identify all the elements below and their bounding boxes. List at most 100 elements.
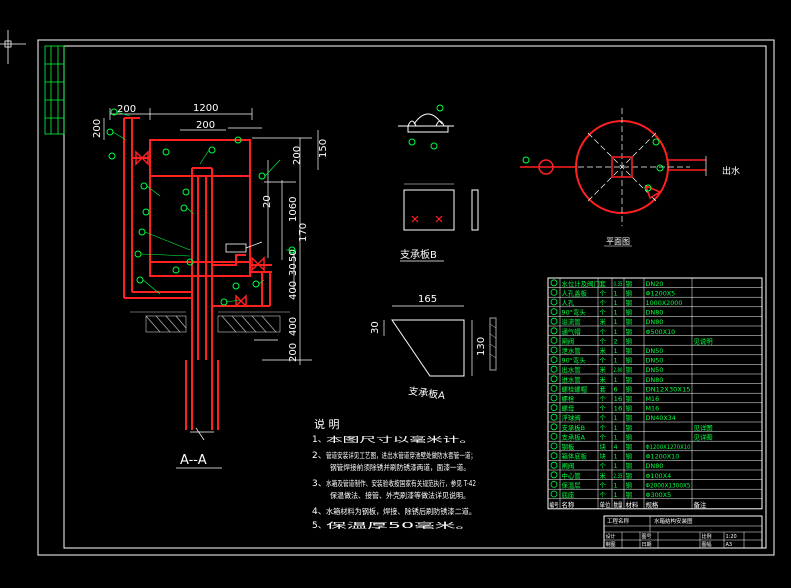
- table-cell: 1: [614, 318, 618, 326]
- table-cell: 钢: [626, 462, 632, 470]
- table-cell: DN50: [646, 366, 664, 374]
- table-cell: 保温层: [562, 480, 582, 489]
- dim-170: 170: [298, 223, 309, 242]
- table-cell: 泄水管: [562, 346, 581, 355]
- table-cell: 钢: [626, 405, 632, 413]
- table-cell: 钢: [626, 385, 632, 393]
- table-cell: 90°弯头: [562, 308, 587, 317]
- plan-view: 出水 平面图: [520, 108, 740, 247]
- dim-30: 30: [288, 263, 299, 276]
- row-balloon-icon: [550, 413, 558, 421]
- table-cell: 个: [600, 289, 607, 297]
- table-cell: DN50: [646, 357, 664, 365]
- table-cell: 个: [600, 433, 607, 441]
- row-balloon-icon: [550, 288, 558, 296]
- dim-200-bottom: 200: [288, 343, 299, 362]
- table-cell: 个: [600, 328, 607, 336]
- table-cell: 钢: [626, 491, 632, 499]
- row-balloon-icon: [550, 298, 558, 306]
- table-cell: 钢: [626, 395, 632, 403]
- table-cell: 个: [600, 462, 607, 470]
- table-cell: DN50: [646, 347, 664, 355]
- table-cell: 米: [600, 471, 607, 480]
- table-cell: 个: [600, 395, 607, 403]
- row-balloon-icon: [550, 336, 558, 344]
- title-cell: 1:20: [726, 534, 737, 540]
- table-cell: 米: [600, 375, 607, 384]
- table-cell: DN80: [646, 309, 664, 317]
- table-cell: 钢板: [562, 442, 575, 451]
- table-cell: 箱体底板: [562, 452, 588, 461]
- table-cell: 1: [614, 462, 618, 470]
- table-cell: 1: [614, 481, 618, 489]
- ground-hatch: [130, 311, 290, 333]
- table-header-cell: 备注: [694, 500, 707, 509]
- note-number: 3、: [312, 479, 327, 489]
- table-cell: 个: [600, 491, 607, 499]
- dim-1060: 1060: [288, 197, 299, 222]
- note-text: 水箱及管道制作、安装验收按国家有关规范执行，参见 T-42: [326, 478, 476, 488]
- table-cell: DN80: [646, 462, 664, 470]
- title-drawing-name: 水箱结构安装图: [654, 517, 693, 525]
- table-header-cell: 编号: [550, 500, 559, 509]
- dim-150: 150: [318, 139, 329, 158]
- table-cell: 2: [614, 337, 618, 345]
- table-cell: Φ100X4: [646, 472, 672, 480]
- table-cell: 钢: [626, 453, 632, 461]
- note-text: 保温做法、接管、外壳刷漆等做法详见说明。: [330, 490, 470, 500]
- table-cell: 钢: [626, 424, 632, 432]
- table-cell: DN80: [646, 318, 664, 326]
- table-cell: 1: [614, 414, 618, 422]
- bracket-a-dim-height: 130: [476, 337, 487, 356]
- table-cell: 1000X2000: [646, 299, 683, 307]
- table-cell: 米: [600, 346, 607, 355]
- table-cell: 中心管: [562, 471, 581, 480]
- table-cell: 1: [614, 433, 618, 441]
- table-cell: 1: [614, 347, 618, 355]
- note-text: 钢管焊接前须除锈并刷防锈漆两道，面漆一道。: [330, 462, 470, 472]
- dim-200-left-vert: 200: [92, 119, 103, 138]
- table-cell: 见详图: [694, 423, 713, 432]
- table-cell: 钢: [626, 357, 632, 365]
- row-balloon-icon: [550, 461, 558, 469]
- table-cell: 4: [614, 443, 618, 451]
- table-cell: 钢: [626, 481, 632, 489]
- note-text: 本图尺寸以毫米计。: [326, 434, 476, 444]
- table-cell: 套: [600, 384, 607, 393]
- table-cell: Φ2000X1300X5: [646, 481, 691, 489]
- inner-frame: [63, 45, 767, 549]
- table-cell: 钢: [626, 347, 632, 355]
- table-cell: 1: [614, 376, 618, 384]
- row-balloon-icon: [550, 317, 558, 325]
- table-header-cell: 材料: [626, 500, 639, 509]
- table-cell: DN80: [646, 376, 664, 384]
- title-cell: 日期: [642, 542, 652, 548]
- table-cell: Φ1200X1270X10: [646, 443, 691, 451]
- note-number: 4、: [312, 507, 327, 517]
- table-cell: 钢: [626, 280, 632, 288]
- table-cell: 米: [600, 317, 607, 326]
- notes-title: 说 明: [314, 417, 340, 431]
- dim-200-top-left: 200: [117, 104, 136, 115]
- table-cell: 螺栓: [562, 394, 575, 403]
- row-balloon-icon: [550, 384, 558, 392]
- binding-strip: [44, 45, 65, 135]
- table-cell: 套: [600, 279, 607, 288]
- table-cell: 1: [614, 424, 618, 432]
- row-balloon-icon: [550, 308, 558, 316]
- dim-400-b: 400: [288, 317, 299, 336]
- table-cell: 个: [600, 424, 607, 432]
- table-cell: 钢: [626, 309, 632, 317]
- table-cell: DN12X30X15: [646, 385, 691, 393]
- table-cell: 个: [600, 481, 607, 489]
